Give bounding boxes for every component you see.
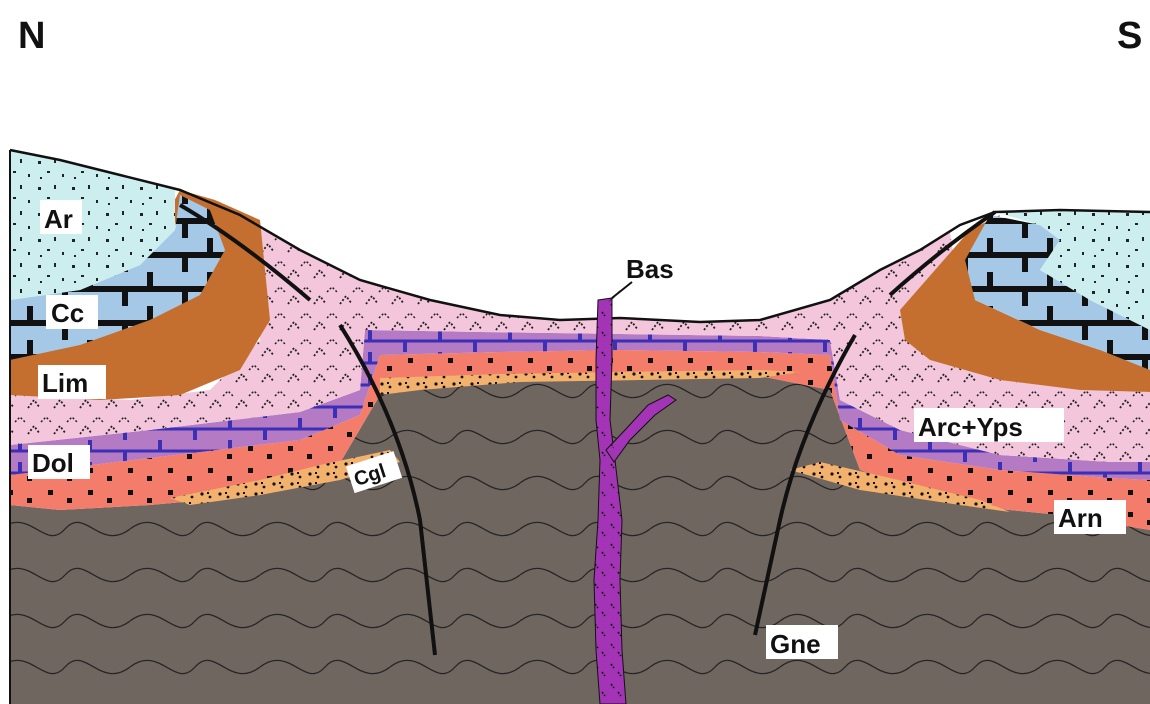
svg-text:Gne: Gne xyxy=(770,629,821,659)
svg-text:Dol: Dol xyxy=(32,448,74,478)
svg-text:Bas: Bas xyxy=(626,254,674,284)
north-label: N xyxy=(18,15,45,57)
label-arc-yps: Arc+Yps xyxy=(914,408,1064,442)
label-dol: Dol xyxy=(28,445,90,479)
south-label: S xyxy=(1117,15,1142,57)
label-cc: Cc xyxy=(46,295,98,329)
svg-text:Arc+Yps: Arc+Yps xyxy=(918,412,1023,442)
svg-text:Lim: Lim xyxy=(42,368,88,398)
label-lim: Lim xyxy=(38,365,106,399)
svg-text:Arn: Arn xyxy=(1058,503,1103,533)
label-ar: Ar xyxy=(40,200,82,234)
bas-arrow xyxy=(608,282,632,302)
label-gne: Gne xyxy=(766,625,838,659)
label-arn: Arn xyxy=(1054,500,1126,534)
svg-text:Ar: Ar xyxy=(44,204,73,234)
svg-text:Cc: Cc xyxy=(51,298,84,328)
label-bas: Bas xyxy=(626,254,674,284)
